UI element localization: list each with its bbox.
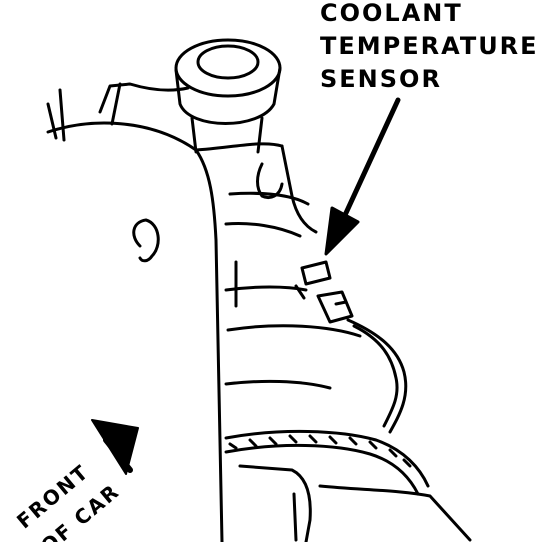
coolant-sensor: [294, 260, 354, 324]
lower-frame: [238, 464, 472, 542]
filler-neck: [98, 38, 282, 154]
wiring-harness: [224, 318, 430, 496]
sensor-callout-line-2: TEMPERATURE: [320, 32, 539, 60]
callout-arrow: [324, 97, 401, 256]
front-of-car-arrow: [91, 419, 139, 475]
engine-block: [46, 88, 362, 542]
sensor-callout-line-1: COOLANT: [320, 0, 463, 27]
sensor-callout-line-3: SENSOR: [320, 65, 442, 93]
